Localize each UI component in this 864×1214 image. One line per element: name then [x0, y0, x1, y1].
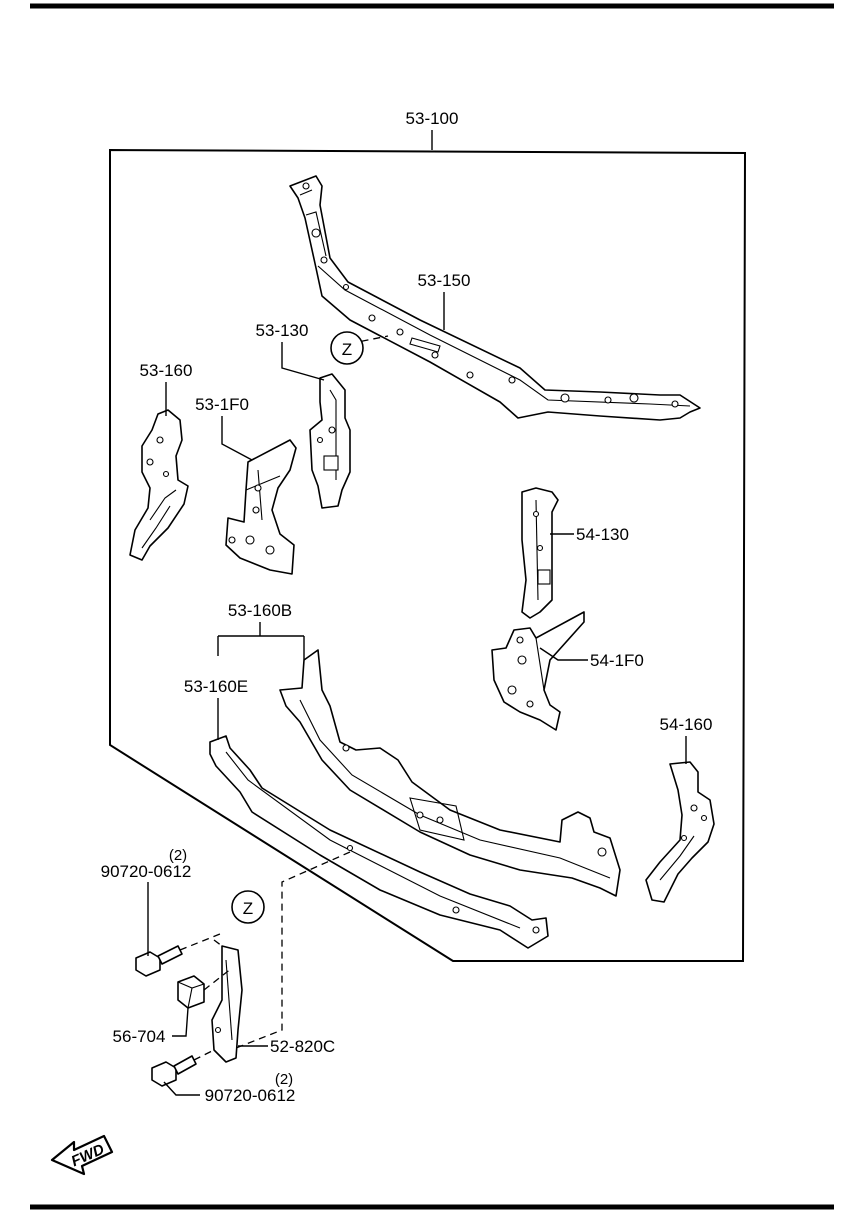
label-53-100: 53-100: [406, 109, 459, 128]
label-bolt-bottom-qty: (2): [275, 1071, 293, 1088]
leader-53-160b: [217, 622, 305, 660]
label-56-704: 56-704: [113, 1027, 166, 1046]
bracket-53-1f0: [225, 439, 297, 575]
detail-ref-z-upper: Z: [330, 331, 364, 365]
label-53-160: 53-160: [140, 361, 193, 380]
leader-bolt-bottom: [163, 1081, 200, 1096]
bolt-top: [135, 945, 183, 977]
forward-direction-arrow-icon: FWD: [50, 1134, 114, 1176]
assembly-outline: [109, 148, 747, 962]
bolt-bottom: [151, 1055, 197, 1087]
phantom-line-clip: [203, 967, 233, 991]
label-bolt-top-qty: (2): [169, 847, 187, 864]
bracket-52-820c: [211, 945, 243, 1063]
detail-ref-z-lower: Z: [231, 890, 265, 924]
phantom-line-bolt-top: [179, 933, 223, 951]
lower-member-53-160e: [209, 735, 549, 949]
bracket-54-1f0: [491, 611, 585, 731]
side-53-160: [129, 409, 189, 561]
svg-text:Z: Z: [342, 340, 352, 359]
label-53-1f0: 53-1F0: [195, 395, 249, 414]
label-52-820c: 52-820C: [270, 1037, 335, 1056]
label-53-160e: 53-160E: [184, 677, 248, 696]
side-54-160: [645, 761, 715, 903]
clip-56-704: [177, 975, 205, 1009]
leader-53-1f0: [221, 416, 253, 461]
label-bolt-bottom: 90720-0612: [205, 1086, 296, 1105]
label-53-130: 53-130: [256, 321, 309, 340]
upper-member-53-150: [289, 175, 701, 421]
leader-53-130: [281, 342, 325, 381]
svg-text:Z: Z: [243, 899, 253, 918]
label-53-150: 53-150: [418, 271, 471, 290]
bracket-54-130: [521, 487, 559, 619]
phantom-line-bolt-bottom: [193, 1049, 215, 1061]
label-54-160: 54-160: [660, 715, 713, 734]
leader-54-1f0: [539, 647, 588, 661]
lower-member-53-160b: [279, 649, 621, 897]
bracket-53-130: [309, 373, 351, 509]
label-53-160b: 53-160B: [228, 601, 292, 620]
phantom-line-z-lower: [235, 851, 351, 1049]
leader-56-704: [172, 1007, 189, 1037]
label-bolt-top: 90720-0612: [101, 862, 192, 881]
label-54-130: 54-130: [576, 525, 629, 544]
label-54-1f0: 54-1F0: [590, 651, 644, 670]
phantom-line-z-upper: [337, 335, 389, 347]
